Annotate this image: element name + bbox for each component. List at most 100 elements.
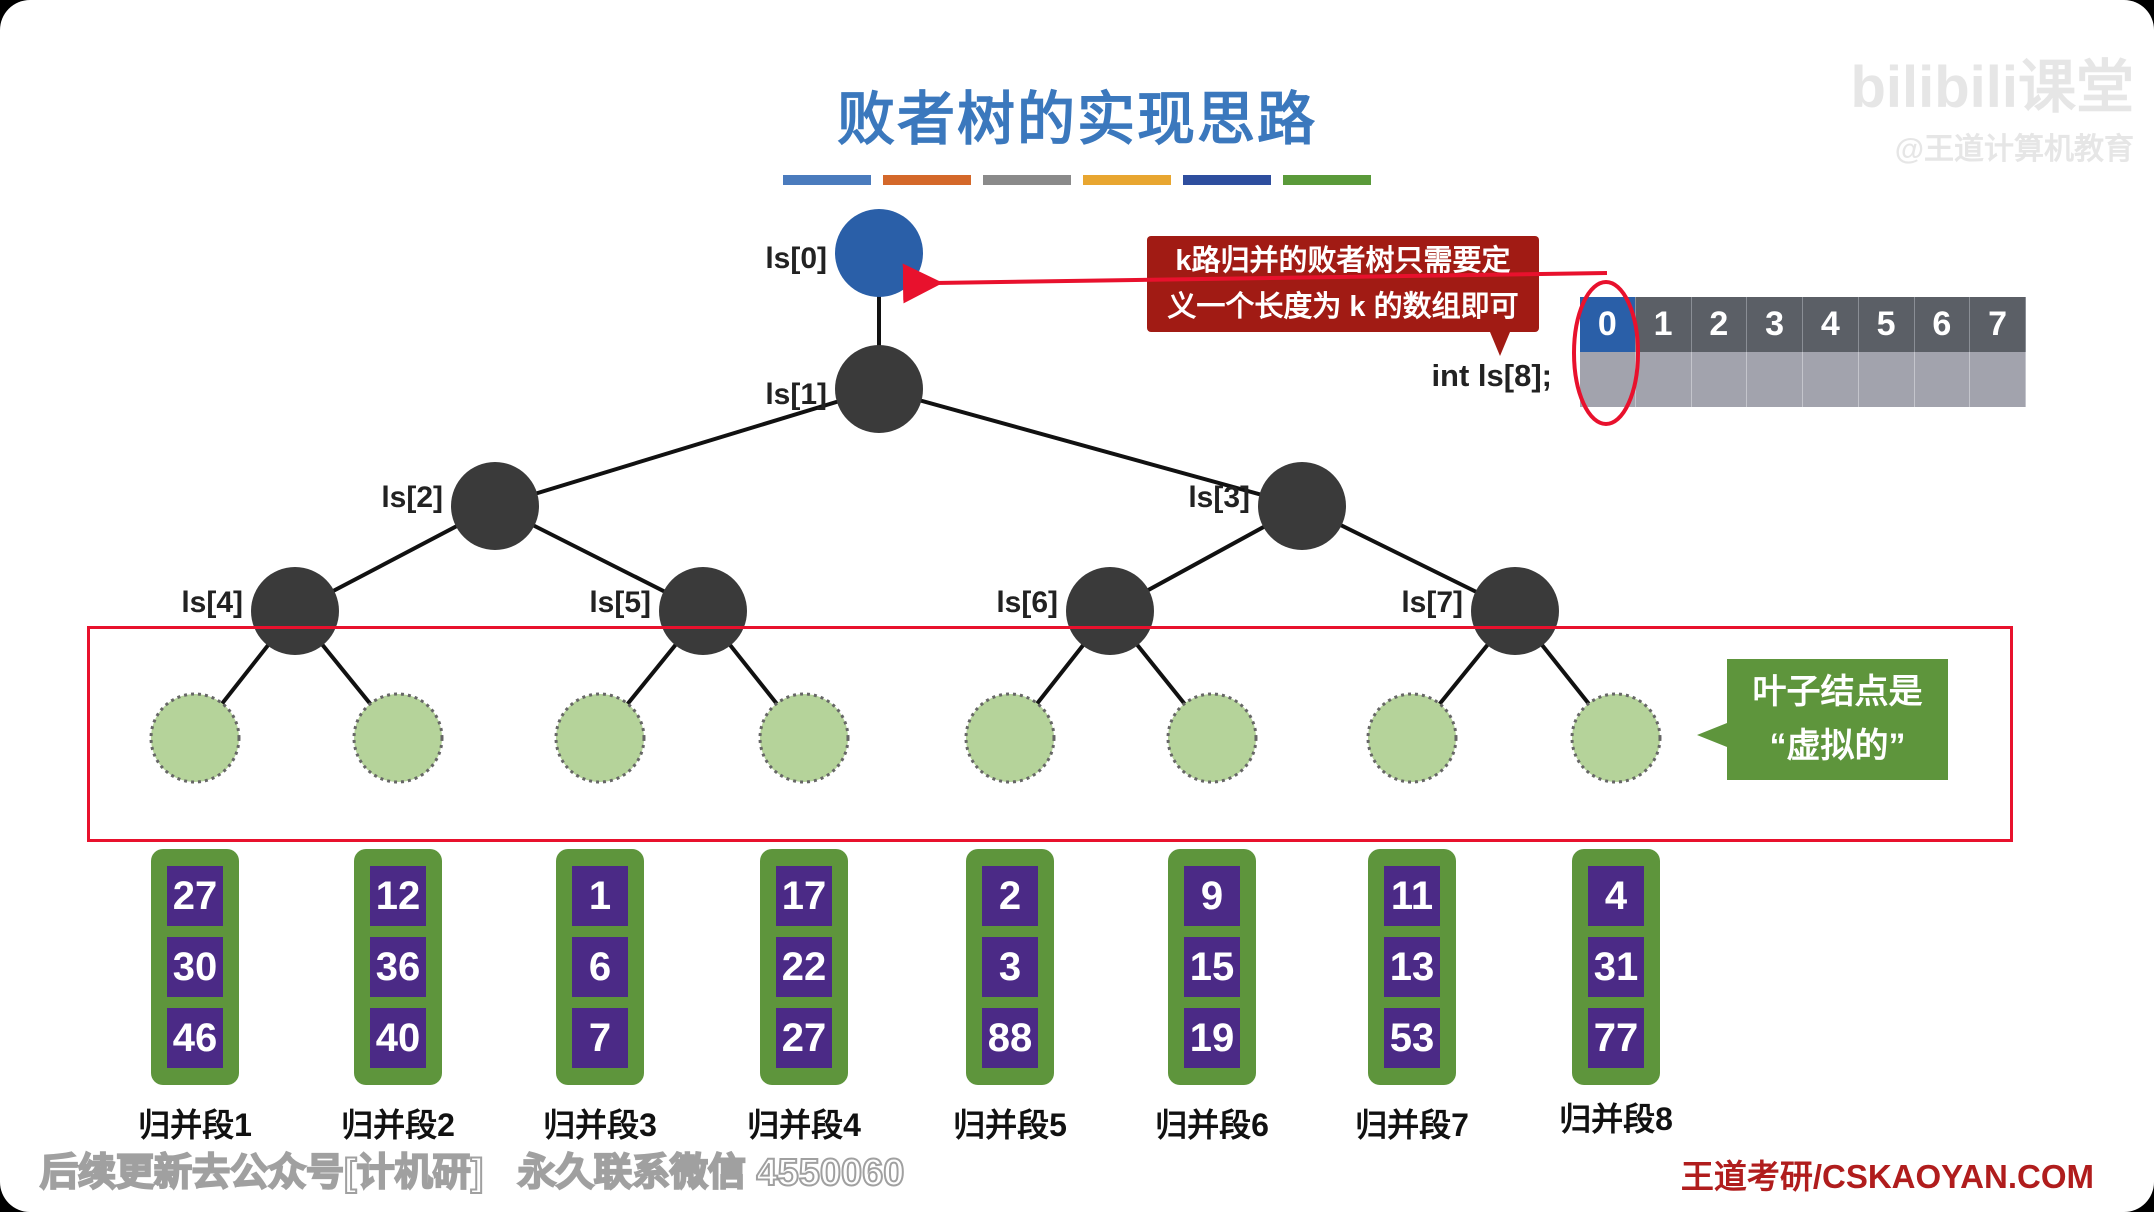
run-value: 11 (1384, 866, 1440, 926)
run-value: 6 (572, 937, 628, 997)
callout-line: k路归并的败者树只需要定 (1175, 245, 1511, 277)
merge-run: 11 13 53 (1368, 849, 1456, 1085)
merge-run: 12 36 40 (354, 849, 442, 1085)
virtual-leaf-node (1366, 692, 1458, 784)
tree-node-4 (251, 567, 339, 655)
tree-edge (494, 387, 880, 508)
merge-run: 27 30 46 (151, 849, 239, 1085)
run-value: 40 (370, 1008, 426, 1068)
footer-brand: 王道考研/CSKAOYAN.COM (1680, 1158, 2094, 1195)
array-cell (1580, 352, 1636, 407)
array-cell (1747, 352, 1803, 407)
tree-edge (878, 387, 1303, 508)
run-value: 9 (1184, 866, 1240, 926)
array-index: 0 (1580, 297, 1636, 352)
merge-run: 2 3 88 (966, 849, 1054, 1085)
run-value: 17 (776, 866, 832, 926)
node-label: ls[0] (765, 242, 827, 275)
node-label: ls[5] (589, 586, 651, 619)
virtual-leaf-node (1166, 692, 1258, 784)
run-value: 12 (370, 866, 426, 926)
run-label: 归并段6 (1155, 1107, 1269, 1143)
watermark: 后续更新去公众号[计机研] 永久联系微信 4550060 (39, 1151, 928, 1195)
leaf-highlight-box (87, 626, 2013, 842)
tree-node-5 (659, 567, 747, 655)
array-cell (1970, 352, 2026, 407)
node-label: ls[4] (181, 586, 243, 619)
run-label: 归并段5 (953, 1107, 1067, 1143)
run-value: 1 (572, 866, 628, 926)
title-color-bar (1283, 175, 1371, 185)
run-value: 19 (1184, 1008, 1240, 1068)
array-callout: k路归并的败者树只需要定 义一个长度为 k 的数组即可 (1147, 236, 1539, 356)
title-color-bar (1183, 175, 1271, 185)
run-value: 36 (370, 937, 426, 997)
array-index: 6 (1914, 297, 1971, 352)
array-declaration: int ls[8]; (1431, 358, 1552, 393)
virtual-leaf-node (149, 692, 241, 784)
run-value: 7 (572, 1008, 628, 1068)
watermark-line: 后续更新去公众号[计机研] (39, 1151, 484, 1195)
tree-node-0 (835, 209, 923, 297)
bilibili-logo-watermark: bilibili课堂 @王道计算机教育 (1850, 40, 2134, 168)
run-value: 53 (1384, 1008, 1440, 1068)
merge-run: 4 31 77 (1572, 849, 1660, 1085)
run-value: 22 (776, 937, 832, 997)
page-title: 败者树的实现思路 (836, 87, 1317, 152)
virtual-leaf-callout: 叶子结点是 “虚拟的” (1697, 659, 1948, 780)
tree-node-1 (835, 345, 923, 433)
watermark-line: 永久联系微信 4550060 (517, 1151, 905, 1195)
array-cell (1691, 352, 1748, 407)
run-value: 2 (982, 866, 1038, 926)
merge-run: 1 6 7 (556, 849, 644, 1085)
node-label: ls[1] (765, 378, 827, 411)
node-label: ls[7] (1401, 586, 1463, 619)
run-value: 77 (1588, 1008, 1644, 1068)
virtual-leaf-node (352, 692, 444, 784)
callout-line: 叶子结点是 (1752, 673, 1923, 711)
tree-node-6 (1066, 567, 1154, 655)
array-index: 2 (1691, 297, 1748, 352)
merge-run: 9 15 19 (1168, 849, 1256, 1085)
run-value: 27 (167, 866, 223, 926)
run-value: 30 (167, 937, 223, 997)
array-index: 3 (1747, 297, 1803, 352)
virtual-leaf-node (758, 692, 850, 784)
run-value: 27 (776, 1008, 832, 1068)
logo-sub: @王道计算机教育 (1894, 133, 2134, 166)
node-label: ls[2] (381, 481, 443, 514)
run-label: 归并段4 (747, 1107, 861, 1143)
run-label: 归并段3 (543, 1107, 657, 1143)
run-value: 13 (1384, 937, 1440, 997)
title-color-bar (983, 175, 1071, 185)
node-label: ls[3] (1188, 481, 1250, 514)
array-cell (1858, 352, 1915, 407)
array-index: 7 (1970, 297, 2026, 352)
title-color-bar (883, 175, 971, 185)
run-label: 归并段2 (341, 1107, 455, 1143)
run-value: 4 (1588, 866, 1644, 926)
logo-main: bilibili课堂 (1850, 55, 2134, 120)
run-value: 3 (982, 937, 1038, 997)
tree-node-3 (1258, 462, 1346, 550)
run-value: 15 (1184, 937, 1240, 997)
array-index: 4 (1803, 297, 1859, 352)
run-label: 归并段8 (1559, 1101, 1673, 1137)
node-label: ls[6] (996, 586, 1058, 619)
run-value: 88 (982, 1008, 1038, 1068)
run-value: 46 (167, 1008, 223, 1068)
title-color-bar (783, 175, 871, 185)
tree-node-7 (1471, 567, 1559, 655)
run-label: 归并段7 (1355, 1107, 1469, 1143)
array-cell (1635, 352, 1692, 407)
virtual-leaf-node (1570, 692, 1662, 784)
callout-line: “虚拟的” (1769, 727, 1906, 765)
array-cell (1914, 352, 1971, 407)
run-value: 31 (1588, 937, 1644, 997)
array-index: 5 (1858, 297, 1915, 352)
callout-line: 义一个长度为 k 的数组即可 (1167, 291, 1519, 323)
run-label: 归并段1 (138, 1107, 252, 1143)
array-index: 1 (1635, 297, 1692, 352)
